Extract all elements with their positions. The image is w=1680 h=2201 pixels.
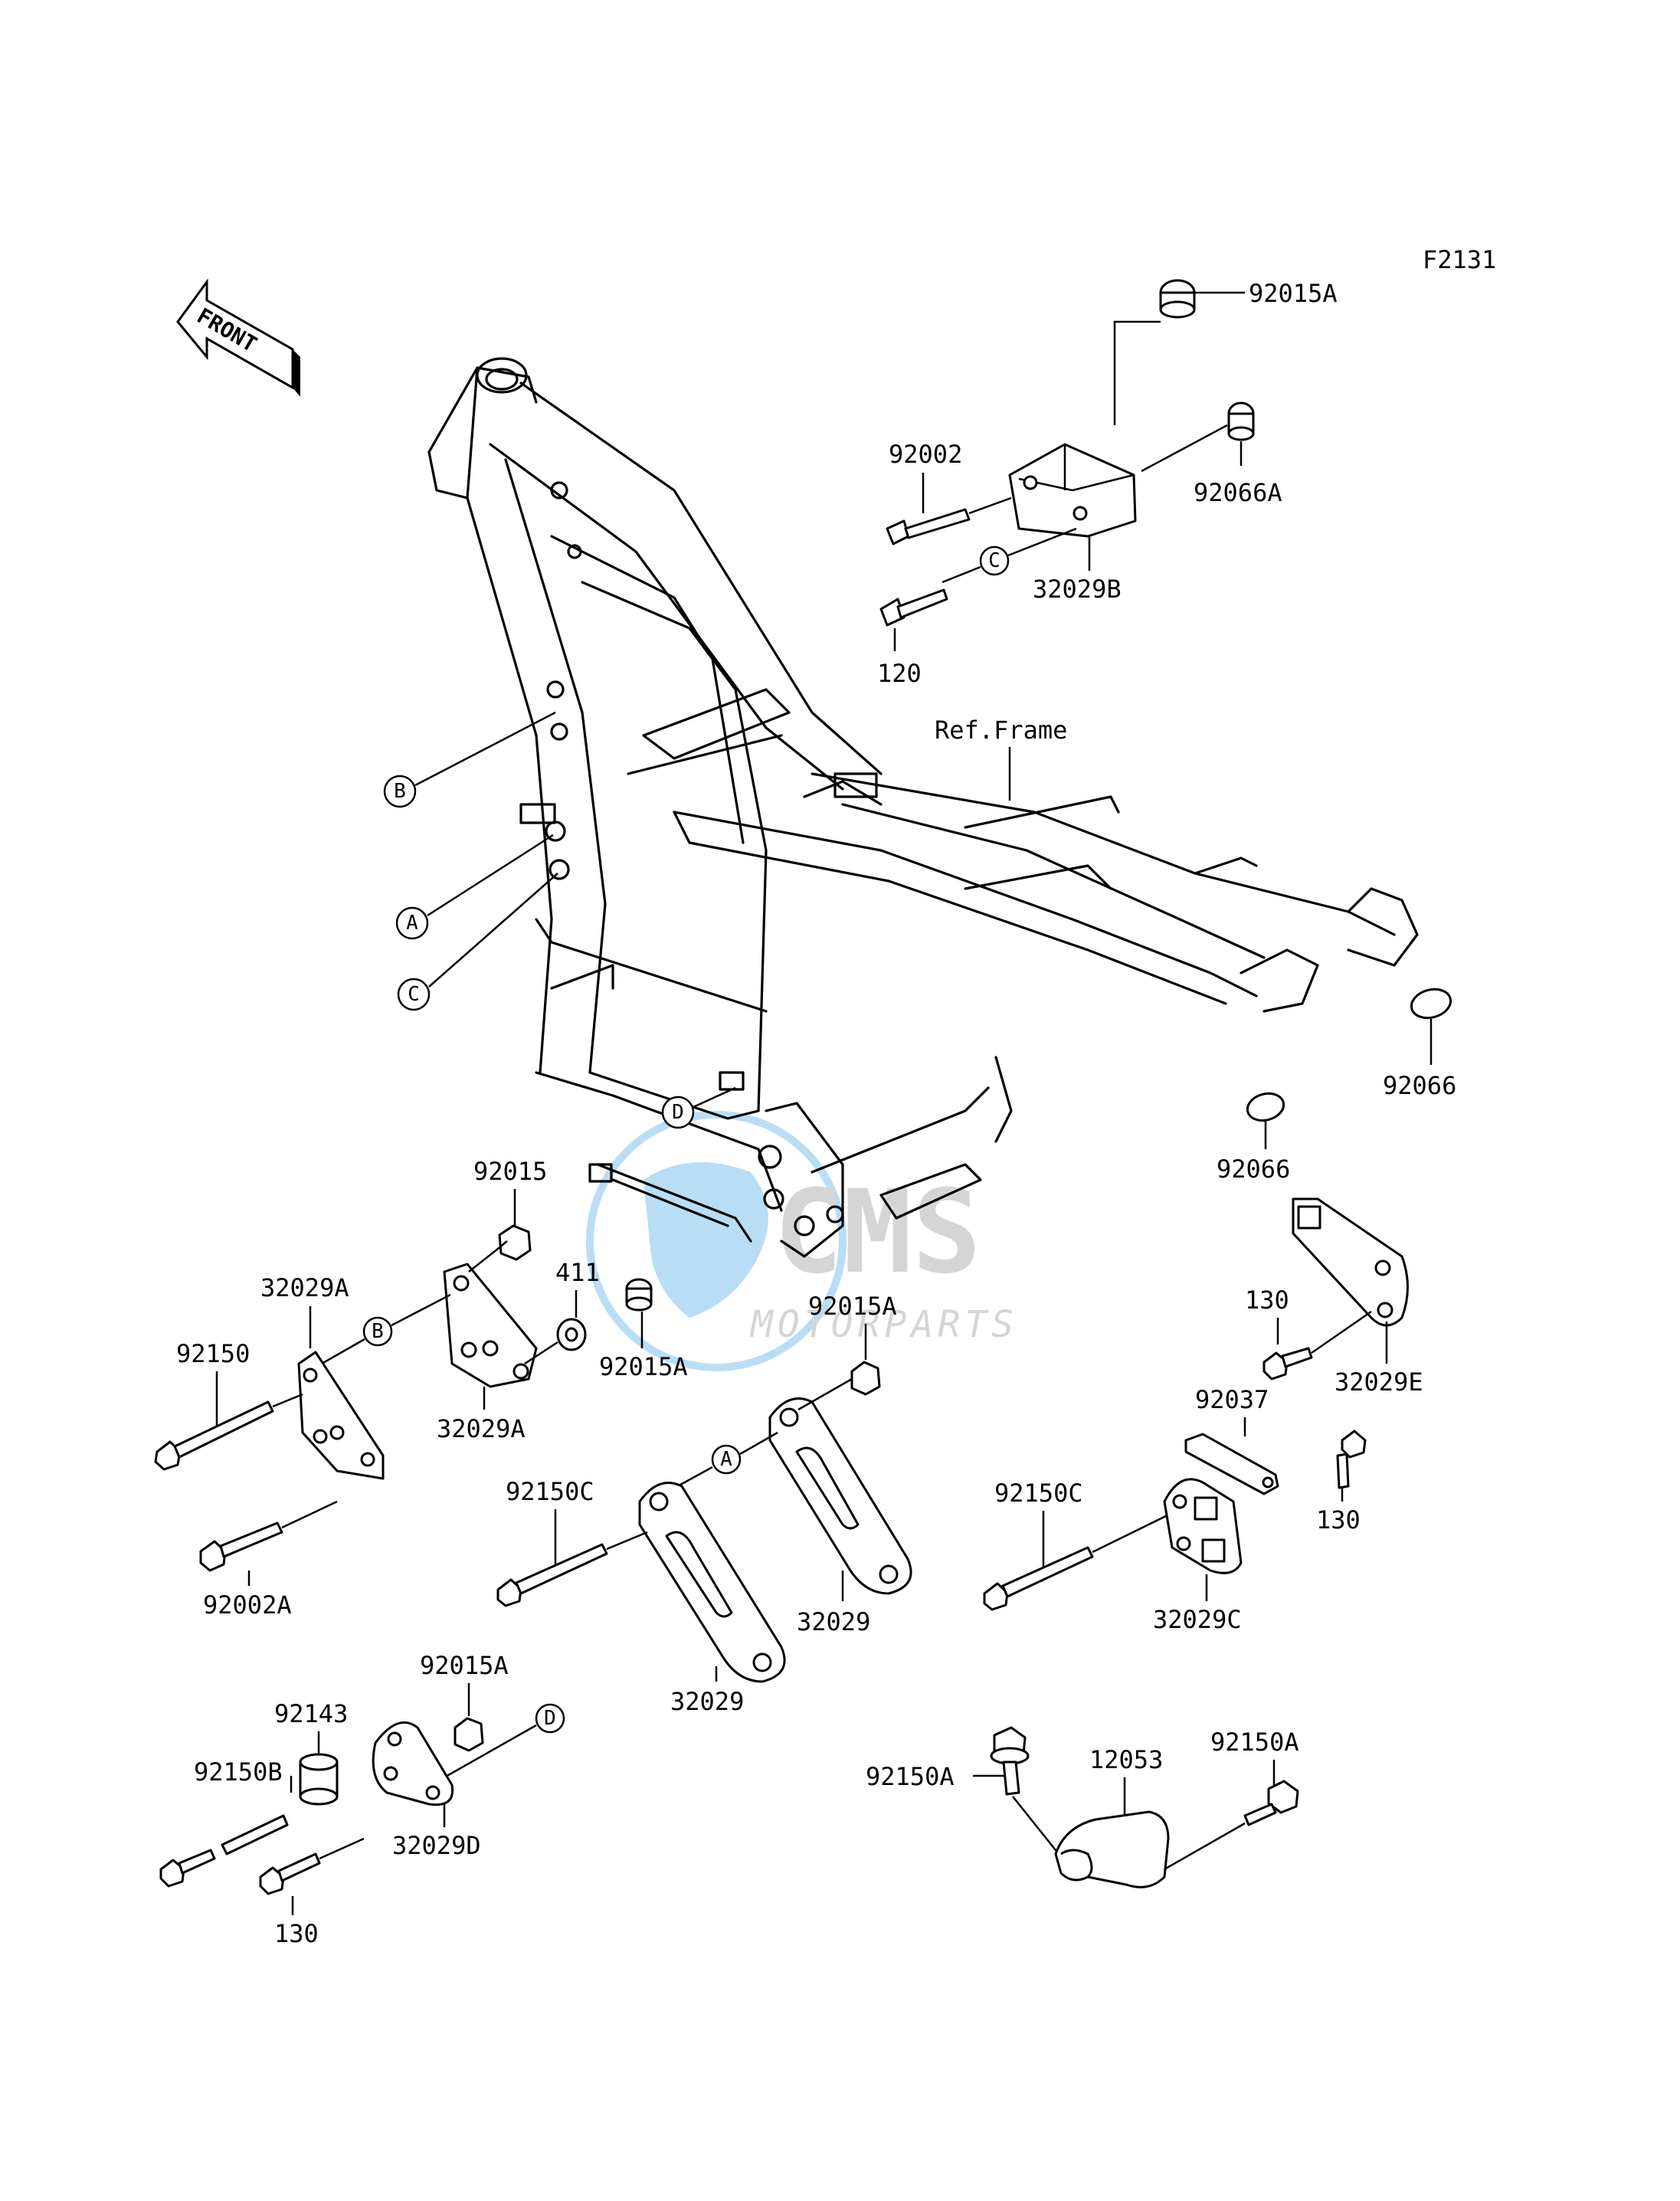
callout-d-frame: D	[661, 1096, 695, 1129]
label-92150A-right: 92150A	[1210, 1728, 1299, 1757]
part-92150B-stud	[159, 1814, 289, 1888]
svg-text:B: B	[372, 1320, 384, 1343]
label-32029-left: 32029	[670, 1687, 744, 1716]
part-92002-bolt	[886, 508, 971, 545]
label-92002A: 92002A	[203, 1590, 292, 1620]
label-92150C-right: 92150C	[994, 1479, 1083, 1508]
part-92015A-top-nut	[1159, 279, 1196, 319]
part-12053-cover	[1054, 1810, 1170, 1888]
part-92015A-mid-nut	[625, 1278, 653, 1312]
part-32029B-bracket	[1008, 443, 1137, 538]
part-92150C-right-bolt	[983, 1546, 1094, 1611]
part-92015A-right-nut	[850, 1361, 881, 1396]
label-130-upper: 130	[1245, 1286, 1289, 1315]
part-32029E-bracket	[1292, 1197, 1409, 1327]
watermark-brand: CMS	[774, 1166, 981, 1299]
label-92150A-left: 92150A	[866, 1762, 955, 1791]
part-32029-bracket-left	[638, 1482, 786, 1683]
watermark-subtitle: MOTORPARTS	[749, 1303, 1018, 1346]
svg-text:D: D	[672, 1101, 684, 1124]
part-92066A-bushing	[1227, 401, 1255, 441]
label-92066-mid: 92066	[1217, 1155, 1290, 1184]
label-32029E: 32029E	[1335, 1367, 1423, 1397]
callout-c-frame: C	[397, 978, 431, 1011]
front-arrow: FRONT	[176, 278, 300, 397]
part-92150-bolt	[154, 1400, 274, 1471]
part-92150C-left-bolt	[496, 1543, 608, 1607]
label-92015A-right: 92015A	[808, 1292, 897, 1321]
label-32029C: 32029C	[1153, 1605, 1242, 1634]
callout-a-frame: A	[395, 906, 429, 940]
part-130-bottom-bolt	[259, 1852, 321, 1895]
label-92150B: 92150B	[194, 1757, 283, 1787]
part-130-mid-bolt	[1336, 1430, 1367, 1489]
label-92015: 92015	[473, 1157, 547, 1186]
part-92015-nut	[498, 1224, 532, 1261]
svg-text:C: C	[408, 983, 420, 1006]
label-32029A-mid: 32029A	[437, 1414, 526, 1443]
part-32029A-bracket-left	[297, 1351, 385, 1480]
part-92066-cap-mid	[1246, 1092, 1285, 1122]
figure-code: F2131	[1423, 245, 1496, 274]
callout-b-frame: B	[383, 775, 417, 808]
part-32029C-bracket	[1163, 1478, 1243, 1574]
ref-frame-label: Ref.Frame	[935, 716, 1067, 745]
label-12053: 12053	[1089, 1745, 1163, 1774]
label-92002: 92002	[889, 440, 962, 469]
label-92150: 92150	[176, 1339, 250, 1368]
watermark: CMS MOTORPARTS	[586, 1111, 1018, 1371]
label-92066-right: 92066	[1383, 1071, 1456, 1100]
part-92143-spacer	[299, 1753, 339, 1806]
label-411: 411	[555, 1258, 600, 1287]
label-130-bottom: 130	[274, 1919, 319, 1948]
label-92066A: 92066A	[1194, 478, 1282, 507]
label-92015A-mid: 92015A	[599, 1352, 688, 1381]
label-92015A-top: 92015A	[1249, 279, 1338, 308]
svg-text:B: B	[394, 780, 406, 803]
label-92015A-low: 92015A	[420, 1651, 509, 1680]
part-411-washer	[556, 1318, 587, 1351]
label-32029B: 32029B	[1033, 575, 1122, 604]
part-130-upper-bolt	[1262, 1347, 1313, 1381]
watermark-continent	[644, 1162, 768, 1318]
part-92037-plate	[1184, 1433, 1279, 1495]
part-32029D-bracket	[372, 1721, 454, 1806]
label-120: 120	[877, 659, 922, 688]
part-92002A-bolt	[199, 1521, 283, 1572]
part-92066-cap-right	[1410, 988, 1452, 1020]
callout-a-parts: A	[711, 1444, 742, 1475]
part-92015A-low-nut	[454, 1717, 484, 1752]
motorcycle-frame	[427, 357, 1419, 1258]
svg-text:A: A	[406, 912, 418, 935]
label-92150C-left: 92150C	[506, 1477, 594, 1506]
callout-c-top: C	[979, 545, 1010, 576]
svg-text:C: C	[988, 549, 1000, 572]
part-92150A-left-bolt	[990, 1726, 1030, 1796]
part-92150A-right-bolt	[1243, 1780, 1299, 1826]
label-130-mid: 130	[1316, 1505, 1361, 1534]
part-120-bolt	[879, 588, 948, 627]
label-32029D: 32029D	[392, 1831, 481, 1860]
svg-text:D: D	[544, 1707, 556, 1730]
callout-b-parts: B	[362, 1316, 393, 1347]
label-32029-right: 32029	[797, 1607, 870, 1636]
callout-d-parts: D	[535, 1703, 565, 1734]
svg-text:A: A	[720, 1448, 732, 1471]
part-32029-bracket-right	[768, 1397, 912, 1595]
label-32029A-left: 32029A	[260, 1273, 349, 1302]
part-32029A-bracket-mid	[443, 1263, 538, 1388]
label-92143: 92143	[274, 1699, 348, 1728]
label-92037: 92037	[1195, 1385, 1269, 1414]
